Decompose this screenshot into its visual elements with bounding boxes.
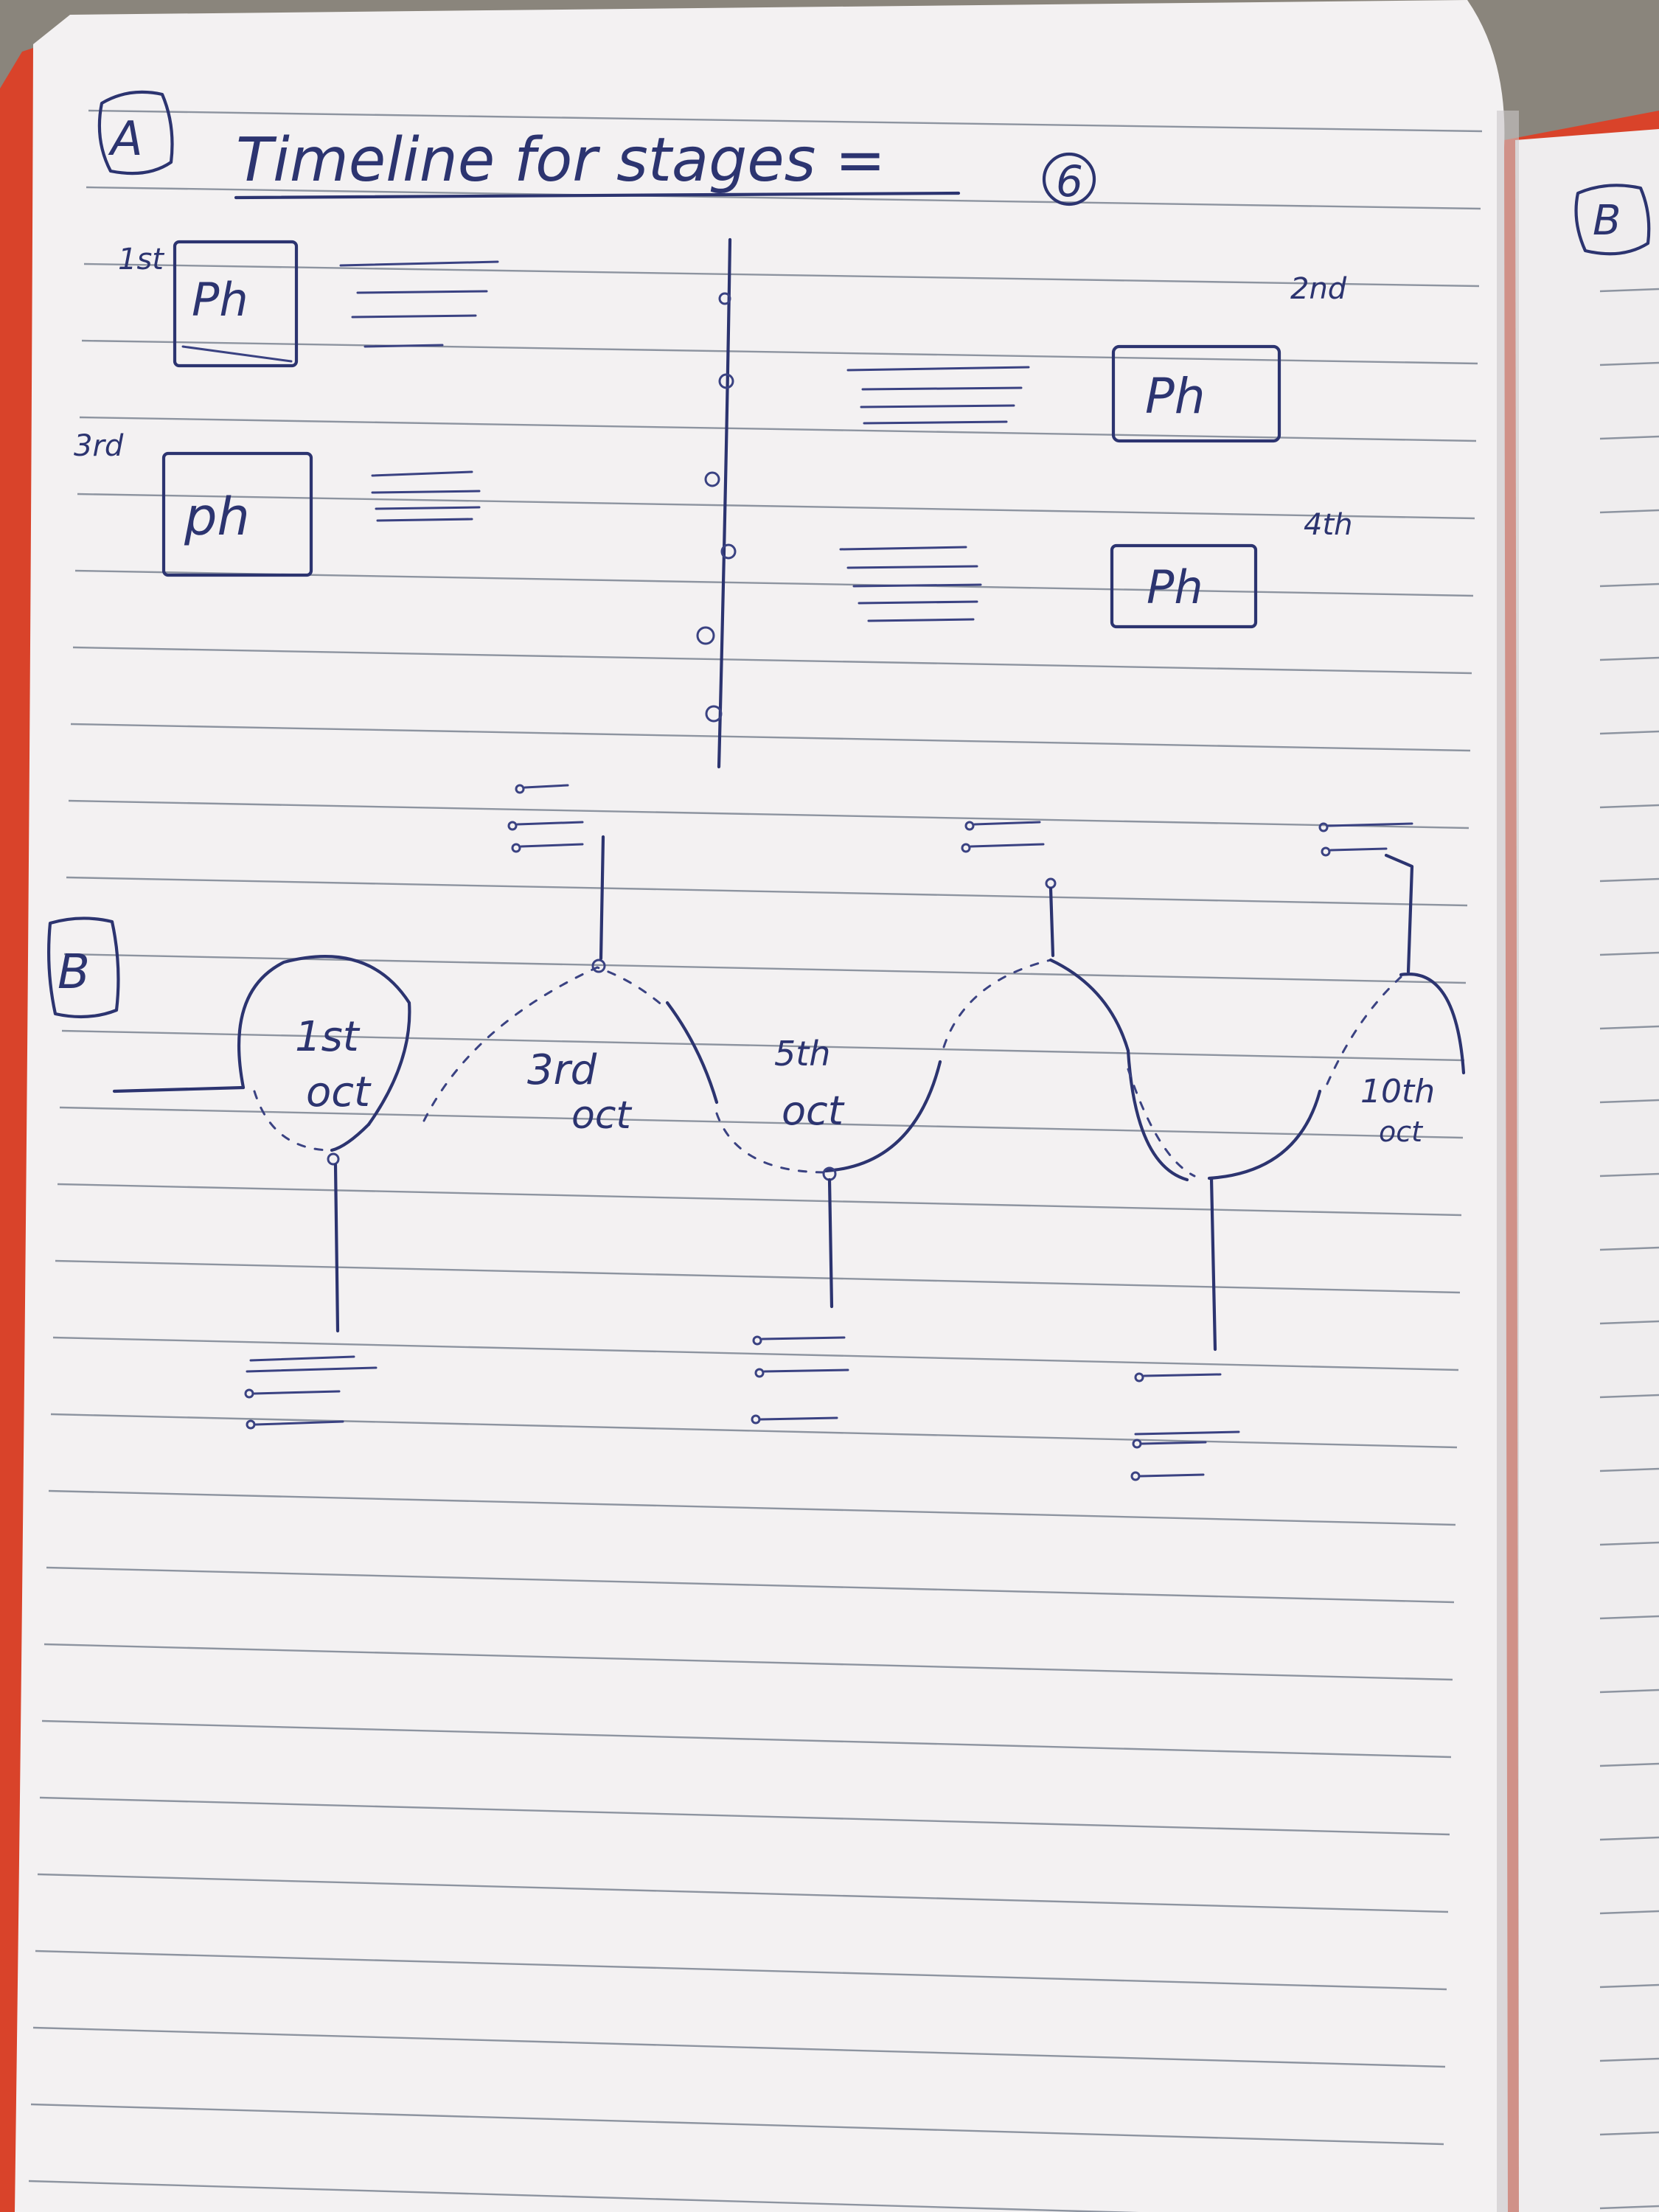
right-page-marker-label: B	[1593, 197, 1621, 245]
milestone-1-day: 1st	[295, 1013, 361, 1061]
stage-4-ordinal: 4th	[1304, 508, 1352, 542]
milestone-3-month: oct	[782, 1088, 845, 1134]
stage-count-value: 6	[1056, 156, 1083, 206]
milestone-2-day: 3rd	[527, 1046, 597, 1094]
milestone-2-month: oct	[571, 1093, 632, 1138]
milestone-1-month: oct	[306, 1068, 372, 1116]
stage-2-box-label: Ph	[1145, 368, 1206, 425]
spine-shadow	[1497, 111, 1519, 2212]
stage-1-ordinal: 1st	[118, 243, 164, 276]
stage-4-box-label: Ph	[1147, 560, 1203, 614]
diagram-title: Timeline for stages =	[236, 125, 886, 195]
milestone-4-month: oct	[1379, 1116, 1424, 1148]
stage-1-box-label: Ph	[192, 273, 248, 327]
milestone-4-day: 10th	[1360, 1073, 1435, 1110]
stage-3-ordinal: 3rd	[74, 429, 124, 463]
section-a-marker-label: A	[108, 112, 143, 167]
section-b-marker-label: B	[58, 945, 90, 1000]
stage-2-ordinal: 2nd	[1290, 272, 1347, 306]
stage-3-box-label: ph	[184, 487, 250, 547]
right-page	[1515, 129, 1659, 2212]
milestone-3-day: 5th	[774, 1034, 830, 1074]
